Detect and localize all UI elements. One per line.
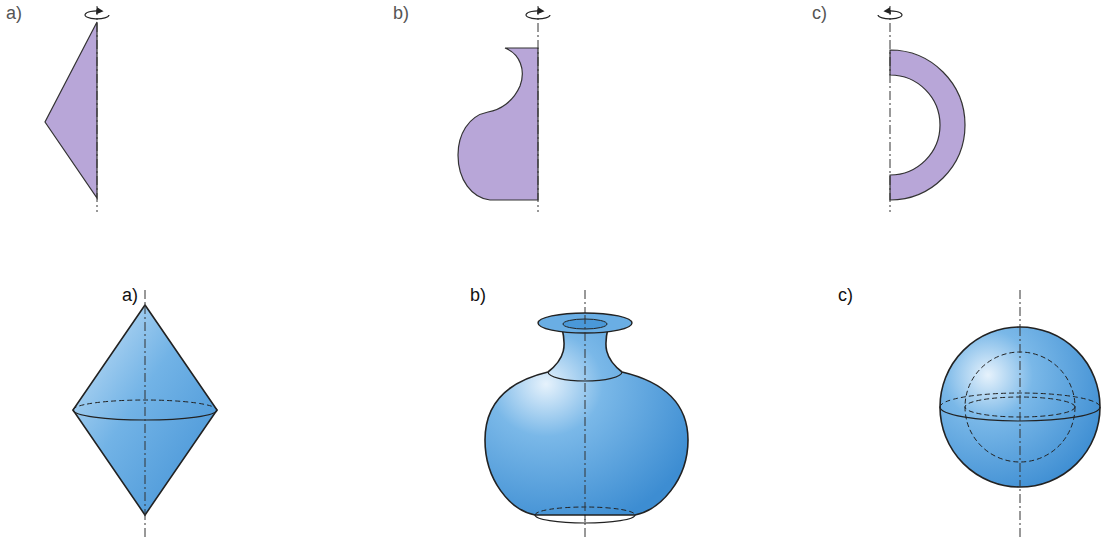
profile-label: c) <box>812 4 827 22</box>
solid-label: b) <box>470 286 486 304</box>
hollow-sphere-solid <box>940 290 1100 537</box>
profile-b <box>458 6 550 212</box>
solid-label: c) <box>838 286 853 304</box>
profile-label: a) <box>6 4 22 22</box>
profile-c <box>878 6 965 212</box>
solid-label: a) <box>122 286 138 304</box>
bicone-solid <box>73 290 217 537</box>
profile-label: b) <box>393 4 409 22</box>
vase-solid <box>485 290 688 537</box>
profile-a <box>45 6 109 212</box>
